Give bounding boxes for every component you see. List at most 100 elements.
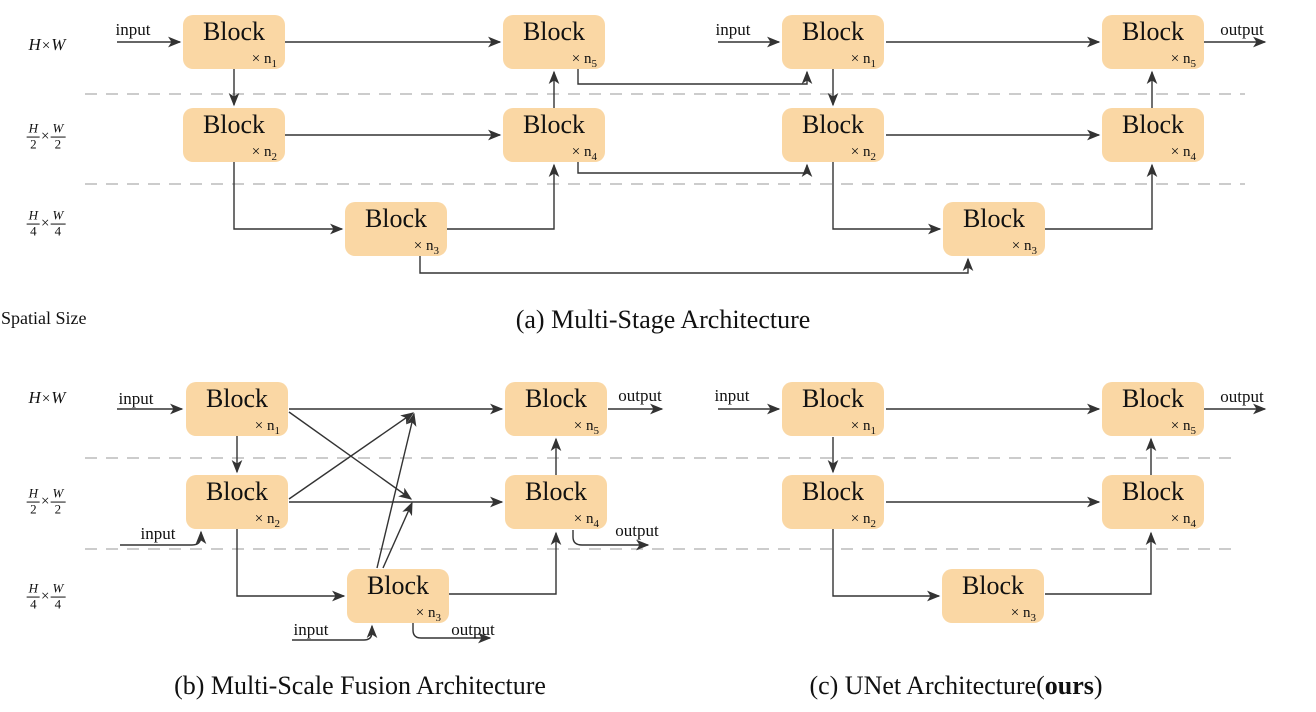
arrow-b-input-n3 — [292, 624, 378, 641]
caption-c-suffix: ) — [1093, 671, 1103, 700]
panel-a-wires — [117, 36, 1267, 274]
input-label-b-n2: input — [140, 524, 176, 543]
block-label: Block — [205, 384, 269, 413]
block-multiplier: × n2 — [851, 144, 876, 163]
block-multiplier: × n4 — [1170, 144, 1196, 163]
block-c-n2: Block × n2 — [782, 475, 884, 530]
input-label-a-stage1: input — [115, 20, 151, 39]
block-label: Block — [522, 17, 586, 46]
spatial-size-axis-label: Spatial Size — [1, 308, 87, 328]
arrow-b-n2-fuse-n5 — [288, 412, 415, 500]
caption-c: (c) UNet Architecture(ours) — [809, 671, 1102, 701]
block-label: Block — [364, 204, 428, 233]
size-label-top-hxw: H×W — [28, 35, 66, 54]
times-n-text: × n — [251, 144, 272, 160]
arrow-b-n2-down-n3 — [236, 529, 346, 602]
arrow-a-s2n2-down-n3 — [832, 162, 942, 235]
times-n-text: × n — [573, 511, 594, 527]
block-label: Block — [801, 17, 865, 46]
arrow-b-n1-fuse-n4 — [288, 411, 413, 500]
input-label-a-stage2: input — [715, 20, 751, 39]
block-label: Block — [801, 477, 865, 506]
arrow-c-n3-up-n4 — [1045, 531, 1157, 595]
multiplier-subscript: 4 — [591, 151, 598, 163]
block-label: Block — [801, 110, 865, 139]
multiplier-subscript: 3 — [1030, 612, 1037, 624]
block-multiplier: × n3 — [414, 238, 440, 257]
panel-b-wires — [117, 403, 664, 644]
block-multiplier: × n3 — [1011, 605, 1037, 624]
block-a-stage2-n1: Block× n1 — [782, 15, 884, 70]
multiplier-subscript: 1 — [870, 425, 877, 437]
output-label-b-n4: output — [615, 521, 659, 540]
block-c-n1: Block × n1 — [782, 382, 884, 437]
multiplier-subscript: 5 — [1190, 425, 1197, 437]
block-a-stage1-n2: Block × n2 — [183, 108, 285, 163]
multiplier-subscript: 5 — [591, 58, 598, 70]
multiplier-subscript: 5 — [593, 425, 600, 437]
block-multiplier: × n5 — [572, 51, 598, 70]
multiplier-subscript: 2 — [870, 518, 877, 530]
block-b-n3: Block × n3 — [347, 569, 449, 624]
block-label: Block — [1121, 477, 1185, 506]
caption-c-prefix: (c) UNet Architecture( — [809, 671, 1045, 700]
output-label-b-n5: output — [618, 386, 662, 405]
block-a-stage1-n3: Block × n3 — [345, 202, 447, 257]
times-n-text: × n — [415, 605, 436, 621]
block-label: Block — [962, 204, 1026, 233]
block-c-n3: Block × n3 — [942, 569, 1044, 624]
block-a-stage2-n3: Block× n3 — [943, 202, 1045, 257]
times-n-text: × n — [1011, 238, 1032, 254]
block-multiplier: × n2 — [850, 511, 877, 530]
multiplier-subscript: 3 — [433, 245, 440, 257]
times-n-text: × n — [850, 418, 871, 434]
block-b-n5: Block× n5 — [505, 382, 607, 437]
arrow-b-output-n4 — [572, 530, 650, 551]
arrow-a-stage1n4-to-stage2n2 — [577, 162, 813, 177]
block-c-n4: Block× n4 — [1102, 475, 1204, 530]
output-label-c: output — [1220, 387, 1264, 406]
scale-divider-lines — [85, 93, 1245, 550]
block-multiplier: × n3 — [415, 605, 442, 624]
block-a-stage2-n2: Block × n2 — [782, 108, 884, 163]
times-n-text: × n — [1170, 144, 1191, 160]
multiplier-subscript: 2 — [271, 151, 278, 163]
arrow-a-n3-up-n4 — [447, 163, 560, 230]
arrow-b-input-n2 — [120, 530, 207, 546]
block-label: Block — [1121, 384, 1185, 413]
block-label: Block — [366, 571, 430, 600]
arrow-a-stage1n3-to-stage2n3 — [419, 256, 974, 274]
block-label: Block — [205, 477, 269, 506]
block-multiplier: × n5 — [1170, 51, 1197, 70]
input-label-c: input — [714, 386, 750, 405]
arrow-b-output-n3 — [412, 623, 492, 644]
block-label: Block — [961, 571, 1025, 600]
block-label: Block — [524, 477, 588, 506]
block-multiplier: × n4 — [573, 511, 599, 530]
block-multiplier: × n2 — [251, 144, 278, 163]
arrow-c-n2-down-n3 — [832, 529, 941, 602]
multiplier-subscript: 1 — [870, 58, 877, 70]
block-label: Block — [202, 110, 266, 139]
output-label-b-n3: output — [451, 620, 495, 639]
block-b-n1: Block× n1 — [186, 382, 288, 437]
multiplier-subscript: 3 — [435, 612, 442, 624]
block-multiplier: × n4 — [571, 144, 598, 163]
block-multiplier: × n2 — [255, 511, 280, 530]
input-label-b-n3: input — [293, 620, 329, 639]
multiplier-subscript: 5 — [1190, 58, 1197, 70]
times-n-text: × n — [571, 144, 592, 160]
arrow-a-n2-down-n3 — [233, 162, 344, 235]
times-n-text: × n — [251, 51, 272, 67]
block-label: Block — [801, 384, 865, 413]
panel-c-wires — [718, 403, 1267, 602]
times-n-text: × n — [1170, 511, 1191, 527]
times-n-text: × n — [850, 511, 871, 527]
arrow-b-n3-fuse-n5 — [376, 412, 417, 569]
arrow-b-n3-up-n4 — [449, 531, 562, 595]
times-n-text: × n — [1170, 51, 1191, 67]
output-label-a: output — [1220, 20, 1264, 39]
